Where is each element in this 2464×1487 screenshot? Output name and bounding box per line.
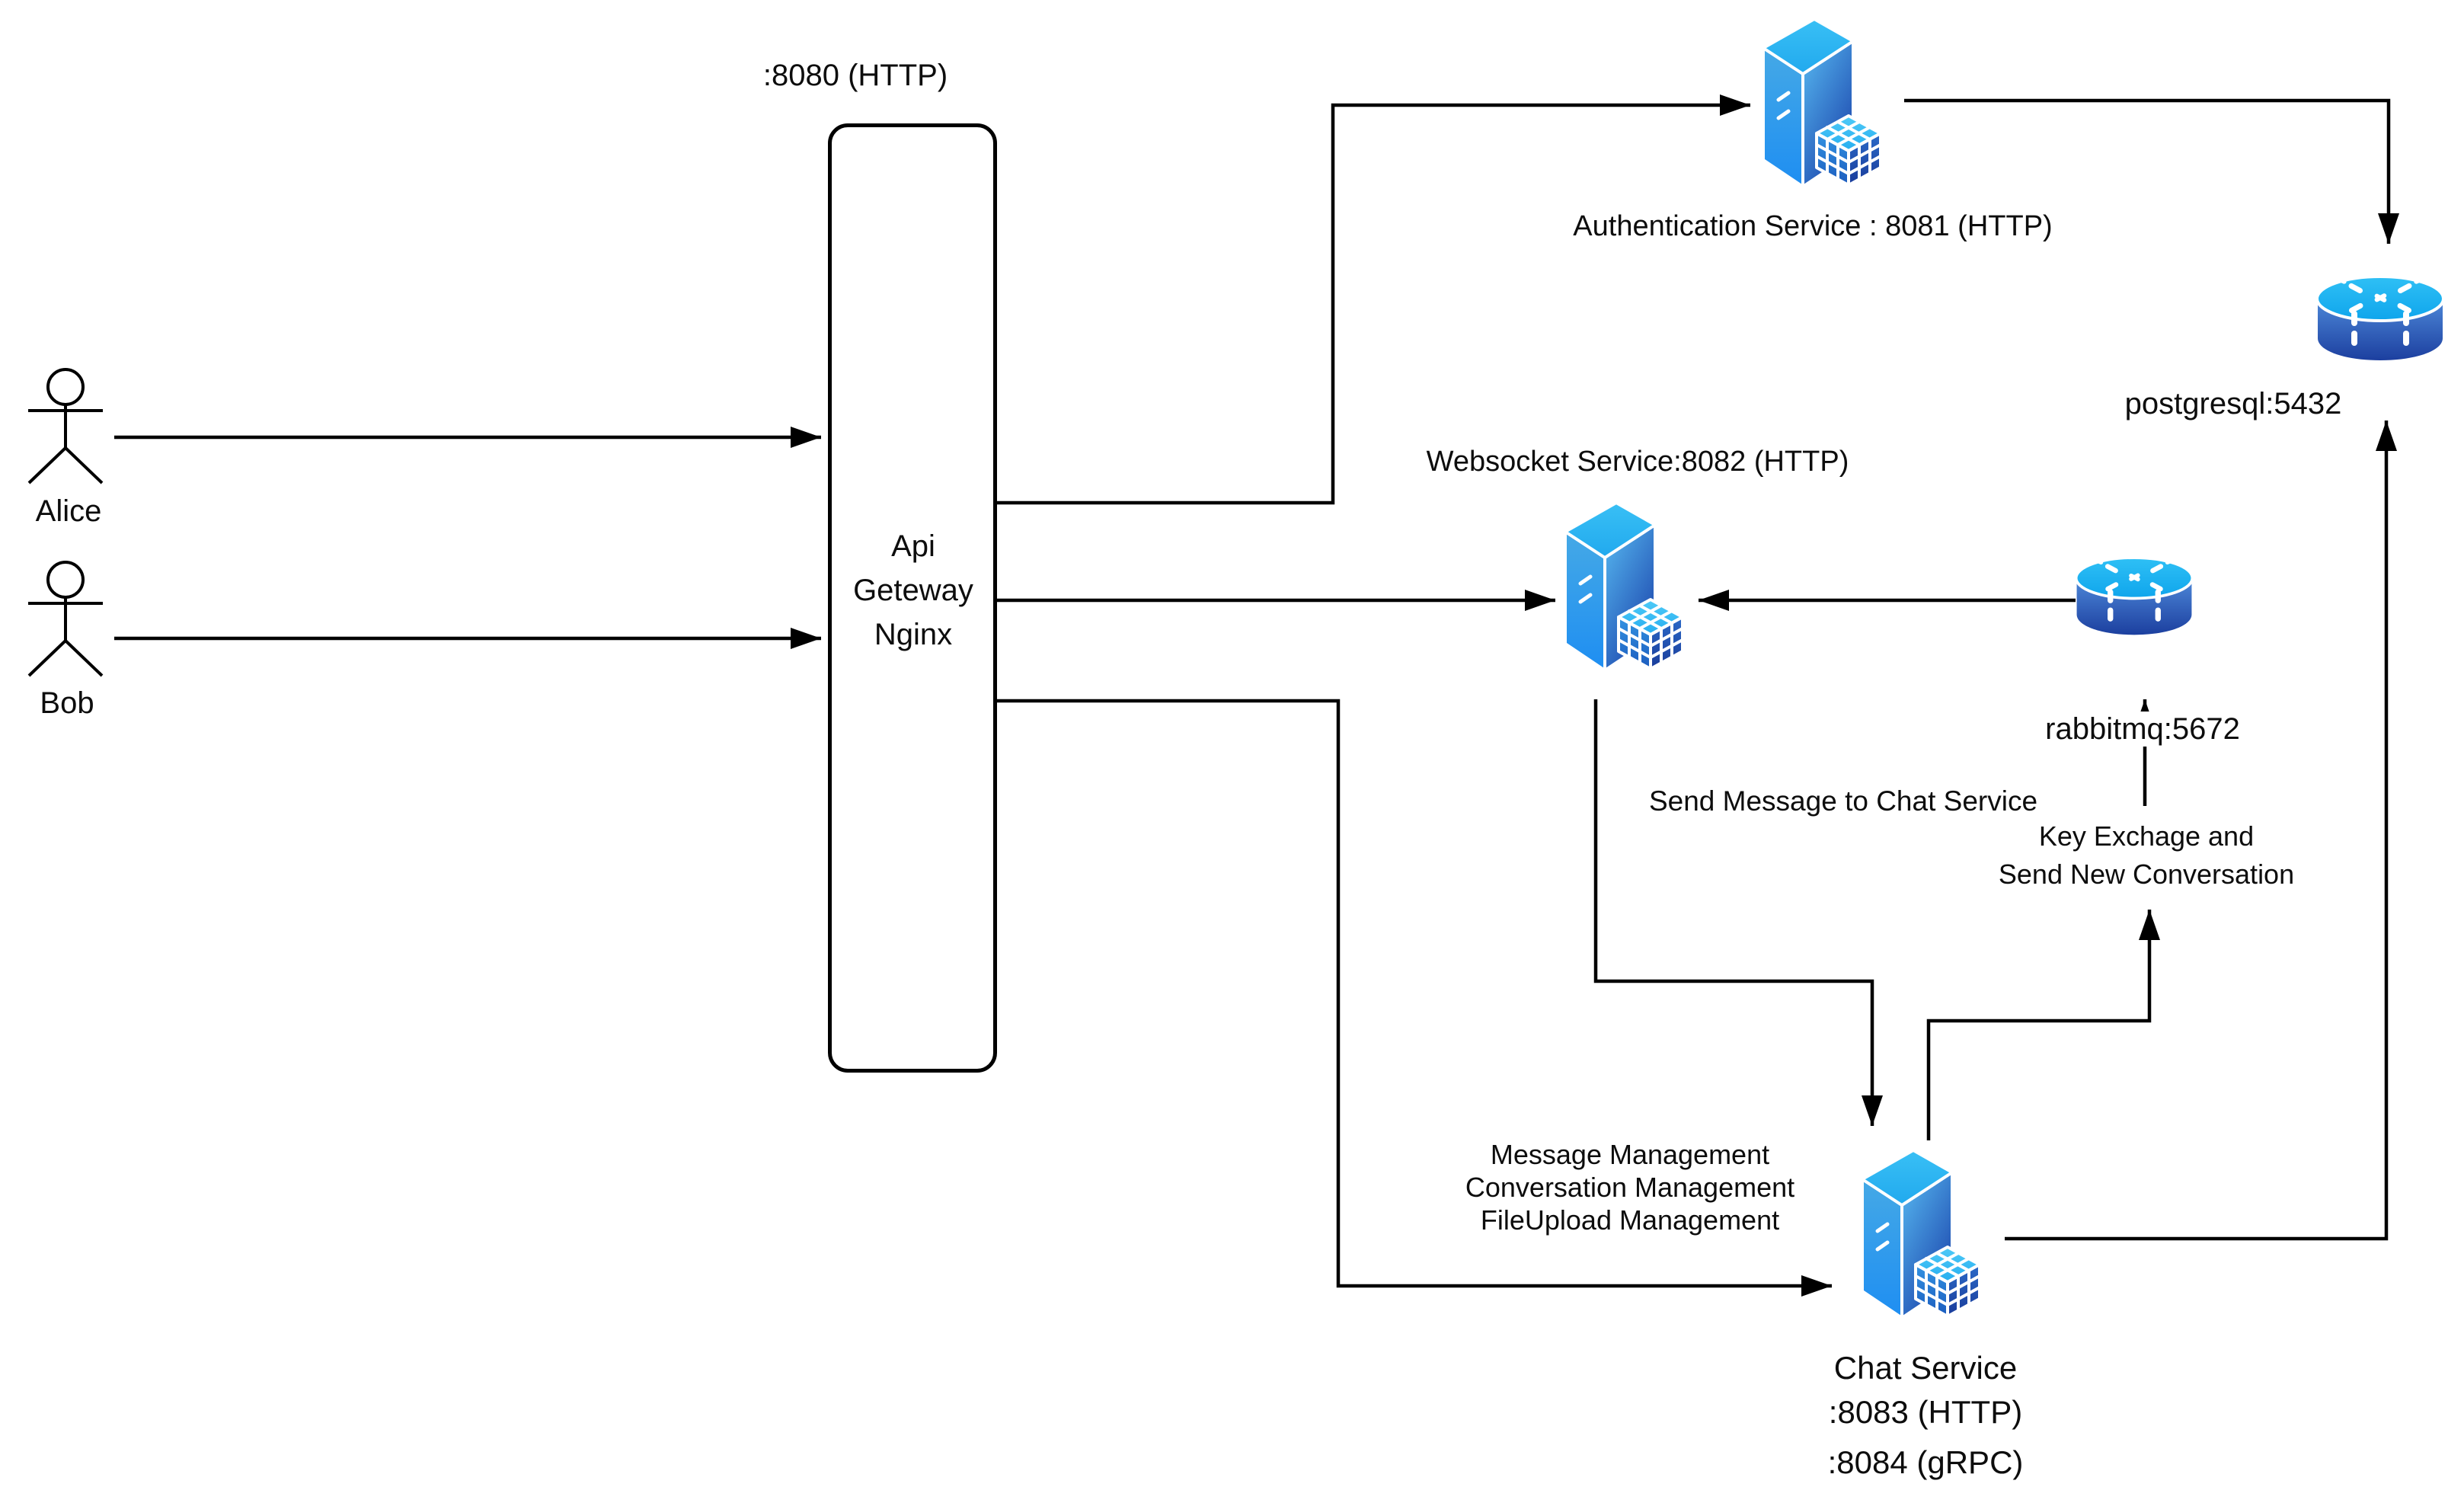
websocket-service-label: Websocket Service:8082 (HTTP): [1426, 446, 1849, 478]
chat-service-label-line2: :8083 (HTTP): [1828, 1394, 2023, 1430]
api-gateway-label: Api Geteway Nginx: [853, 524, 973, 657]
management-label-line1: Message Management: [1490, 1139, 1770, 1170]
management-label-line3: FileUpload Management: [1480, 1204, 1780, 1236]
postgresql-database-icon: [2315, 274, 2445, 362]
management-label-line2: Conversation Management: [1465, 1172, 1795, 1203]
edge-gateway-to-chat: [996, 699, 1832, 1297]
authentication-service-server-icon: [1763, 19, 1881, 187]
websocket-service-server-icon: [1565, 503, 1683, 670]
gateway-label-line3: Nginx: [874, 618, 953, 651]
actor-alice-label: Alice: [35, 494, 102, 528]
authentication-service-label: Authentication Service : 8081 (HTTP): [1573, 210, 2053, 242]
edge-label-send-message: Send Message to Chat Service: [1648, 785, 2038, 817]
rabbitmq-label: rabbitmq:5672: [2037, 712, 2248, 747]
gateway-port-label: :8080 (HTTP): [762, 59, 948, 92]
actor-bob-label: Bob: [40, 686, 94, 720]
postgresql-label: postgresql:5432: [2124, 387, 2342, 421]
chat-service-label-line3: :8084 (gRPC): [1827, 1444, 2024, 1480]
chat-service-label-line1: Chat Service: [1833, 1350, 2018, 1386]
edge-label-key-exchange-line2: Send New Conversation: [1990, 859, 2303, 891]
gateway-label-line1: Api: [891, 529, 935, 563]
edge-label-management: Message Management Conversation Manageme…: [1465, 1138, 1794, 1236]
bob-person-icon: [27, 561, 104, 677]
edge-gateway-to-auth: [996, 94, 1750, 505]
connectors: [114, 94, 2399, 1297]
gateway-label-line2: Geteway: [853, 574, 973, 607]
edge-auth-to-postgres: [1904, 98, 2399, 244]
edge-chat-to-postgres: [2005, 421, 2397, 1241]
api-gateway-box: [828, 123, 997, 1073]
edge-label-key-exchange-line1: Key Exchage and: [2031, 820, 2262, 852]
alice-person-icon: [27, 368, 104, 484]
edge-websocket-to-chat: [1593, 699, 1883, 1126]
chat-service-server-icon: [1862, 1150, 1980, 1318]
rabbitmq-database-icon: [2074, 555, 2194, 637]
edge-chat-to-keyexchange-label: [1926, 910, 2160, 1140]
